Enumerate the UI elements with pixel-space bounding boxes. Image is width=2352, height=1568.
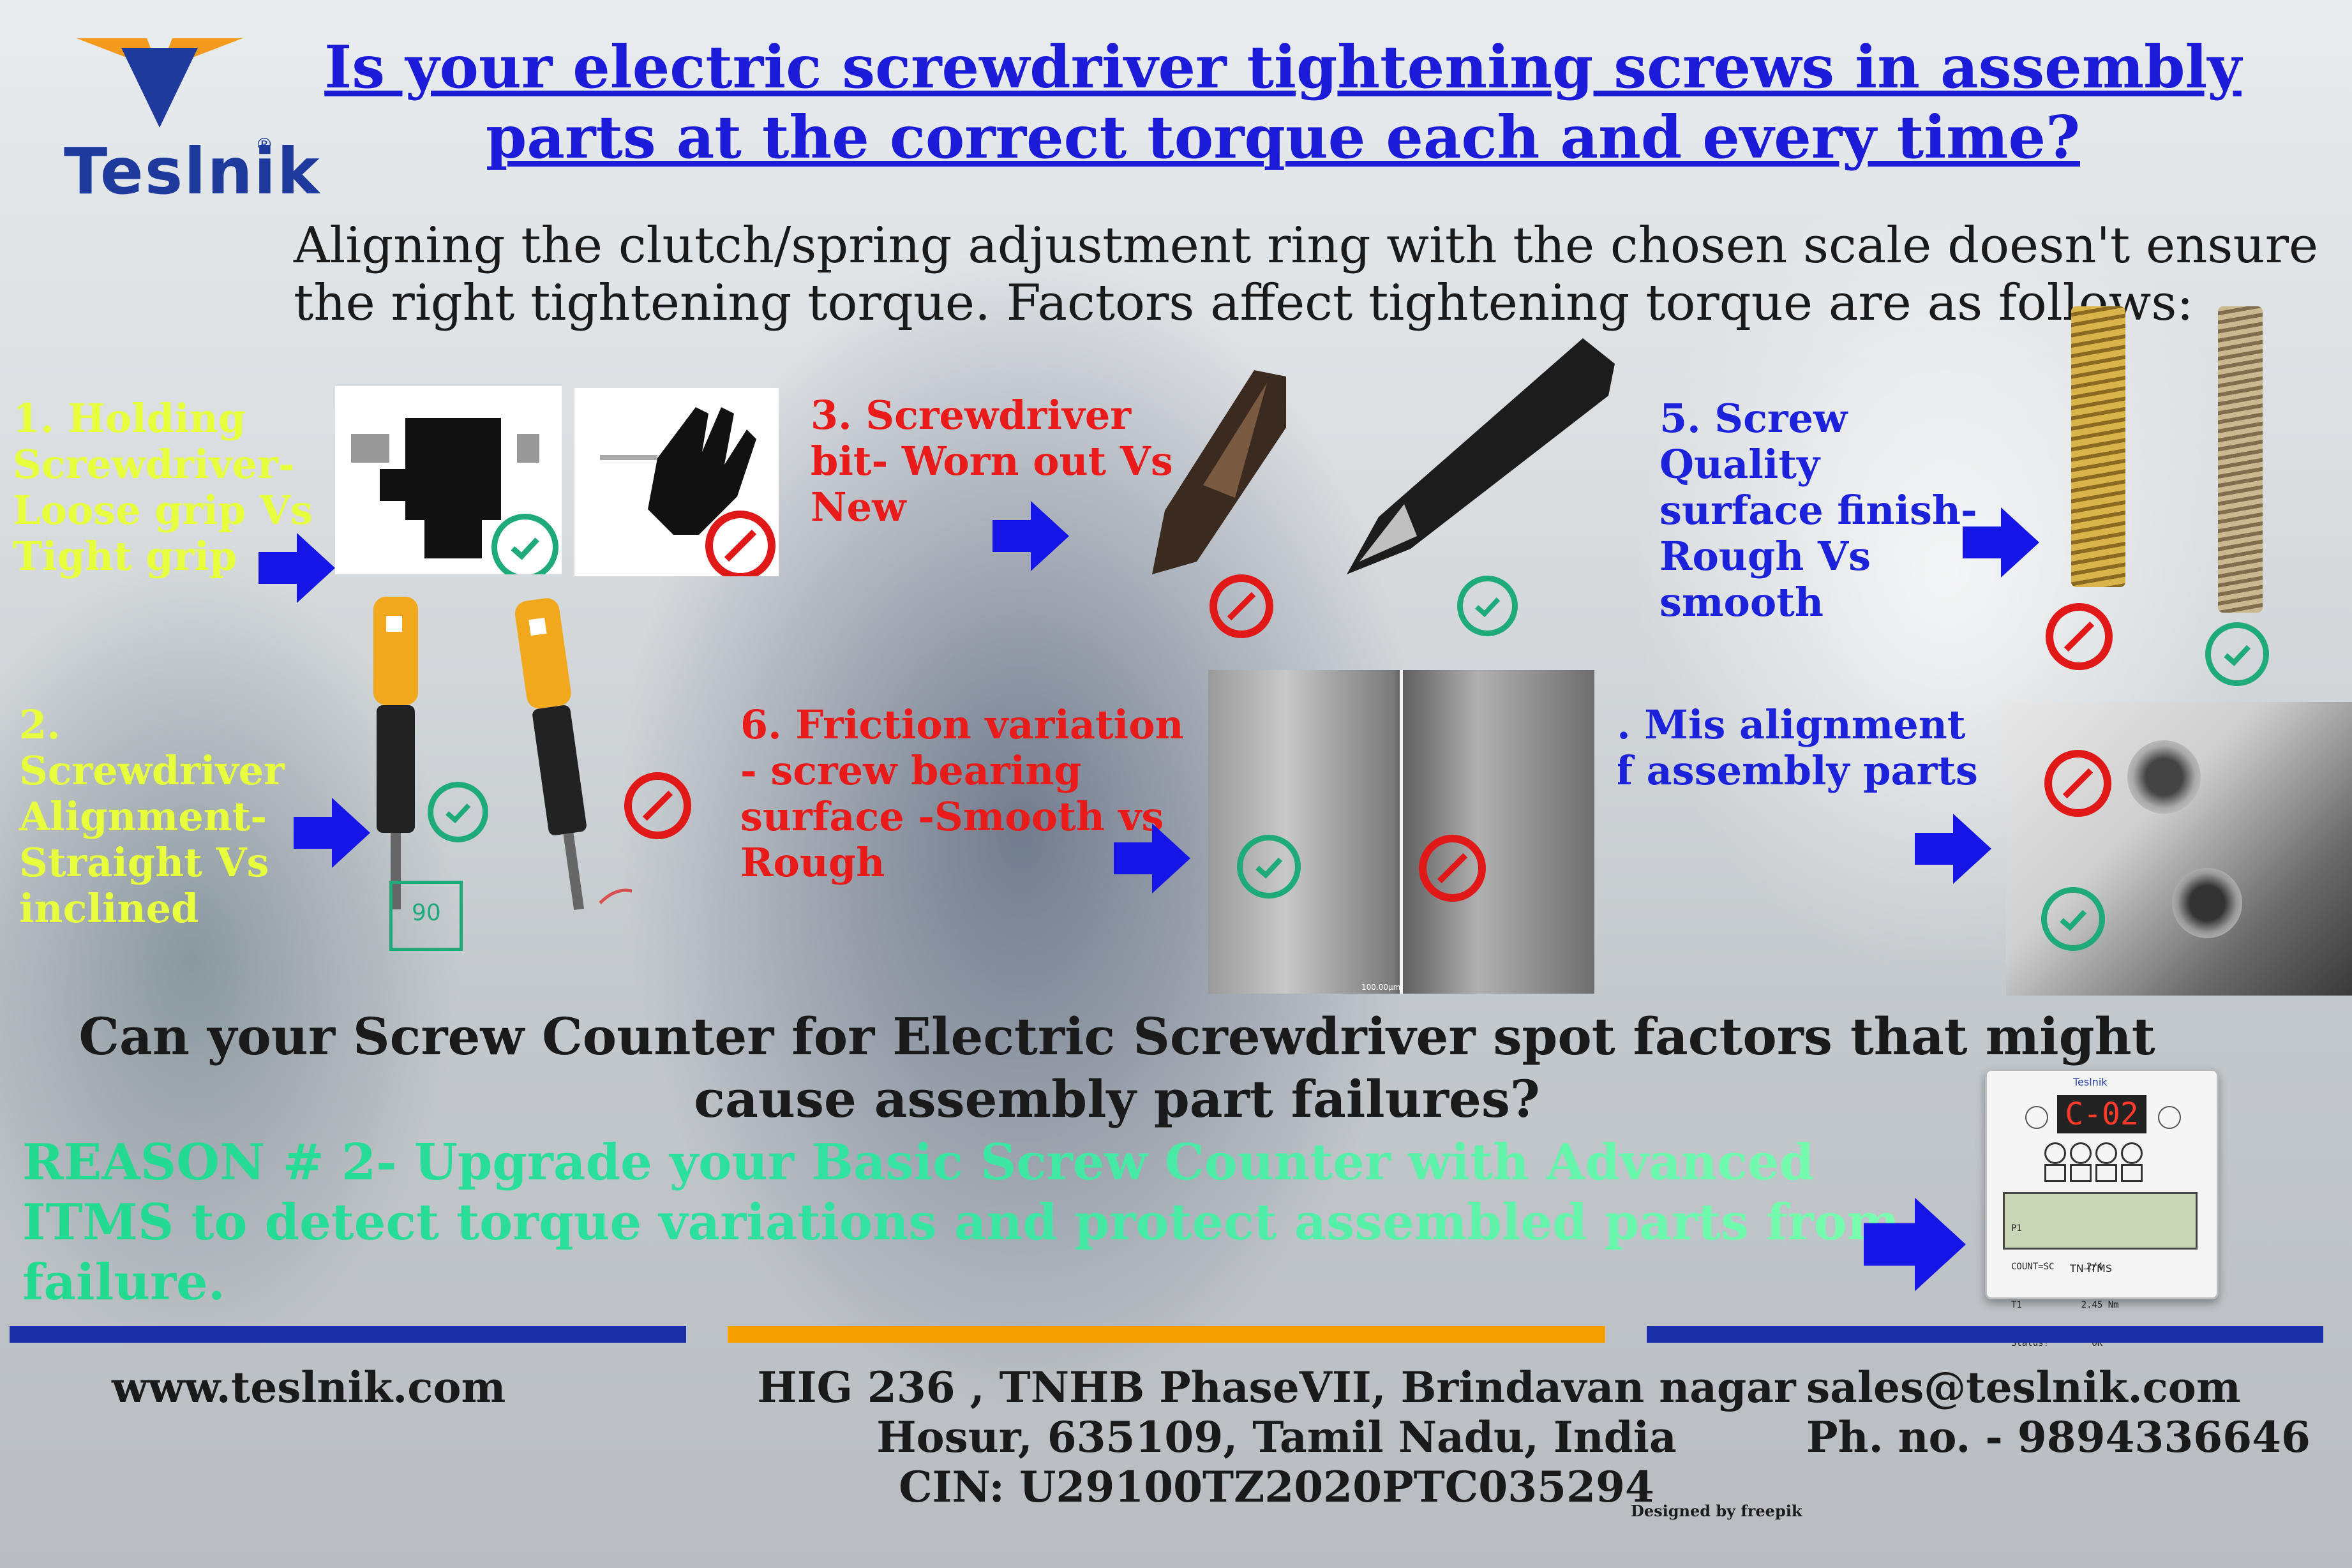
lcd-line-2: COUNT=SC 2/4 [2011,1262,2103,1272]
tight-grip-photo [574,388,779,576]
angle-90-icon: 90 [389,881,463,951]
factor-3-label: 3. Screwdriver bit- Worn out Vs New [811,392,1173,530]
device-model: TN-ITMS [2070,1262,2112,1274]
no-icon [1210,574,1273,638]
hole-1 [2127,740,2201,814]
footer-bar-orange [728,1326,1605,1343]
no-icon [624,772,691,839]
rough-screw-image [2218,306,2263,613]
hole-2 [2172,868,2242,938]
reason-text: REASON # 2- Upgrade your Basic Screw Cou… [22,1133,1924,1313]
screwdriver-straight-image [373,597,418,909]
new-bit-image [1347,338,1615,574]
glove-fist-icon [351,418,539,558]
intro-text: Aligning the clutch/spring adjustment ri… [294,217,2319,332]
no-icon [705,511,775,576]
footer-website[interactable]: www.teslnik.com [112,1363,506,1412]
no-icon [2044,750,2111,817]
device-button [2121,1142,2143,1164]
arrow-right-icon [992,501,1069,571]
arrow-right-icon [1864,1197,1966,1292]
footer-address-line-2: Hosur, 635109, Tamil Nadu, India [876,1412,1677,1462]
no-icon [2046,603,2113,670]
glove-hand-icon [600,407,756,535]
check-icon [428,782,488,842]
loose-grip-photo [335,386,562,574]
device-display: C-02 [2057,1095,2146,1133]
no-icon [1419,835,1486,902]
device-button [2095,1142,2117,1164]
factor-6-label: 6. Friction variation - screw bearing su… [740,701,1184,886]
question-text: Can your Screw Counter for Electric Scre… [79,1006,2155,1129]
device-power-led [2025,1106,2048,1129]
device-brand: Teslnik [2073,1076,2108,1088]
device-lcd: P1 COUNT=SC 2/4 T1 2.45 Nm Status! OK [2003,1192,2198,1348]
logo: Teslnik ® [64,19,320,211]
photo-divider [1400,670,1403,994]
check-icon [491,514,558,574]
arrow-right-icon [1963,507,2039,578]
footer-credit: Designed by freepik [1631,1502,1802,1520]
device-button [2121,1164,2143,1182]
logo-registered: ® [255,134,273,155]
footer-bar-blue-right [1647,1326,2323,1343]
device-button [2095,1164,2117,1182]
device-button [2070,1142,2092,1164]
device-button [2044,1142,2066,1164]
footer-phone: Ph. no. - 9894336646 [1806,1412,2311,1462]
footer-bar-blue-left [10,1326,686,1343]
arrow-right-icon [258,533,335,603]
footer-email[interactable]: sales@teslnik.com [1806,1363,2241,1412]
screwdriver-inclined-image [514,598,632,910]
footer-address: HIG 236 , TNHB PhaseVII, Brindavan nagar… [689,1363,1864,1512]
device-button [2044,1164,2066,1182]
arrow-right-icon [294,798,370,868]
factor-4-label: 4. Mis alignment of assembly parts [1589,701,1978,794]
footer-contact: sales@teslnik.com Ph. no. - 9894336646 [1806,1363,2311,1462]
check-icon [2041,887,2105,951]
lcd-line-1: P1 [2011,1223,2022,1234]
device-buttons [2044,1142,2166,1182]
device-status-led [2158,1106,2181,1129]
factor-5-label: 5. Screw Quality surface finish- Rough V… [1659,395,1977,625]
factor-1-label: 1. Holding Screwdriver- Loose grip Vs Ti… [13,395,313,579]
assembly-parts-photo [2006,702,2352,996]
check-icon [2205,622,2269,686]
itms-device: Teslnik C-02 P1 COUNT=SC 2/4 T1 2.45 Nm … [1985,1069,2219,1348]
footer-cin: CIN: U29100TZ2020PTC035294 [899,1462,1654,1512]
page-title: Is your electric screwdriver tightening … [324,33,2242,172]
worn-bit-image [1152,370,1286,574]
check-icon [1237,835,1301,899]
smooth-screw-image [2071,306,2125,587]
logo-text: Teslnik [64,134,321,209]
device-button [2070,1164,2092,1182]
footer-address-line-1: HIG 236 , TNHB PhaseVII, Brindavan nagar [757,1363,1796,1412]
scale-label: 100.00µm [1361,983,1401,992]
logo-icon [77,38,243,128]
arrow-right-icon [1915,814,1991,884]
factor-2-label: 2. Screwdriver Alignment- Straight Vs in… [19,701,285,932]
angle-label: 90 [412,900,441,926]
check-icon [1457,576,1518,636]
lcd-line-3: T1 2.45 Nm [2011,1300,2119,1310]
arrow-right-icon [1114,823,1190,893]
bearing-surface-photo: 100.00µm [1208,670,1594,994]
